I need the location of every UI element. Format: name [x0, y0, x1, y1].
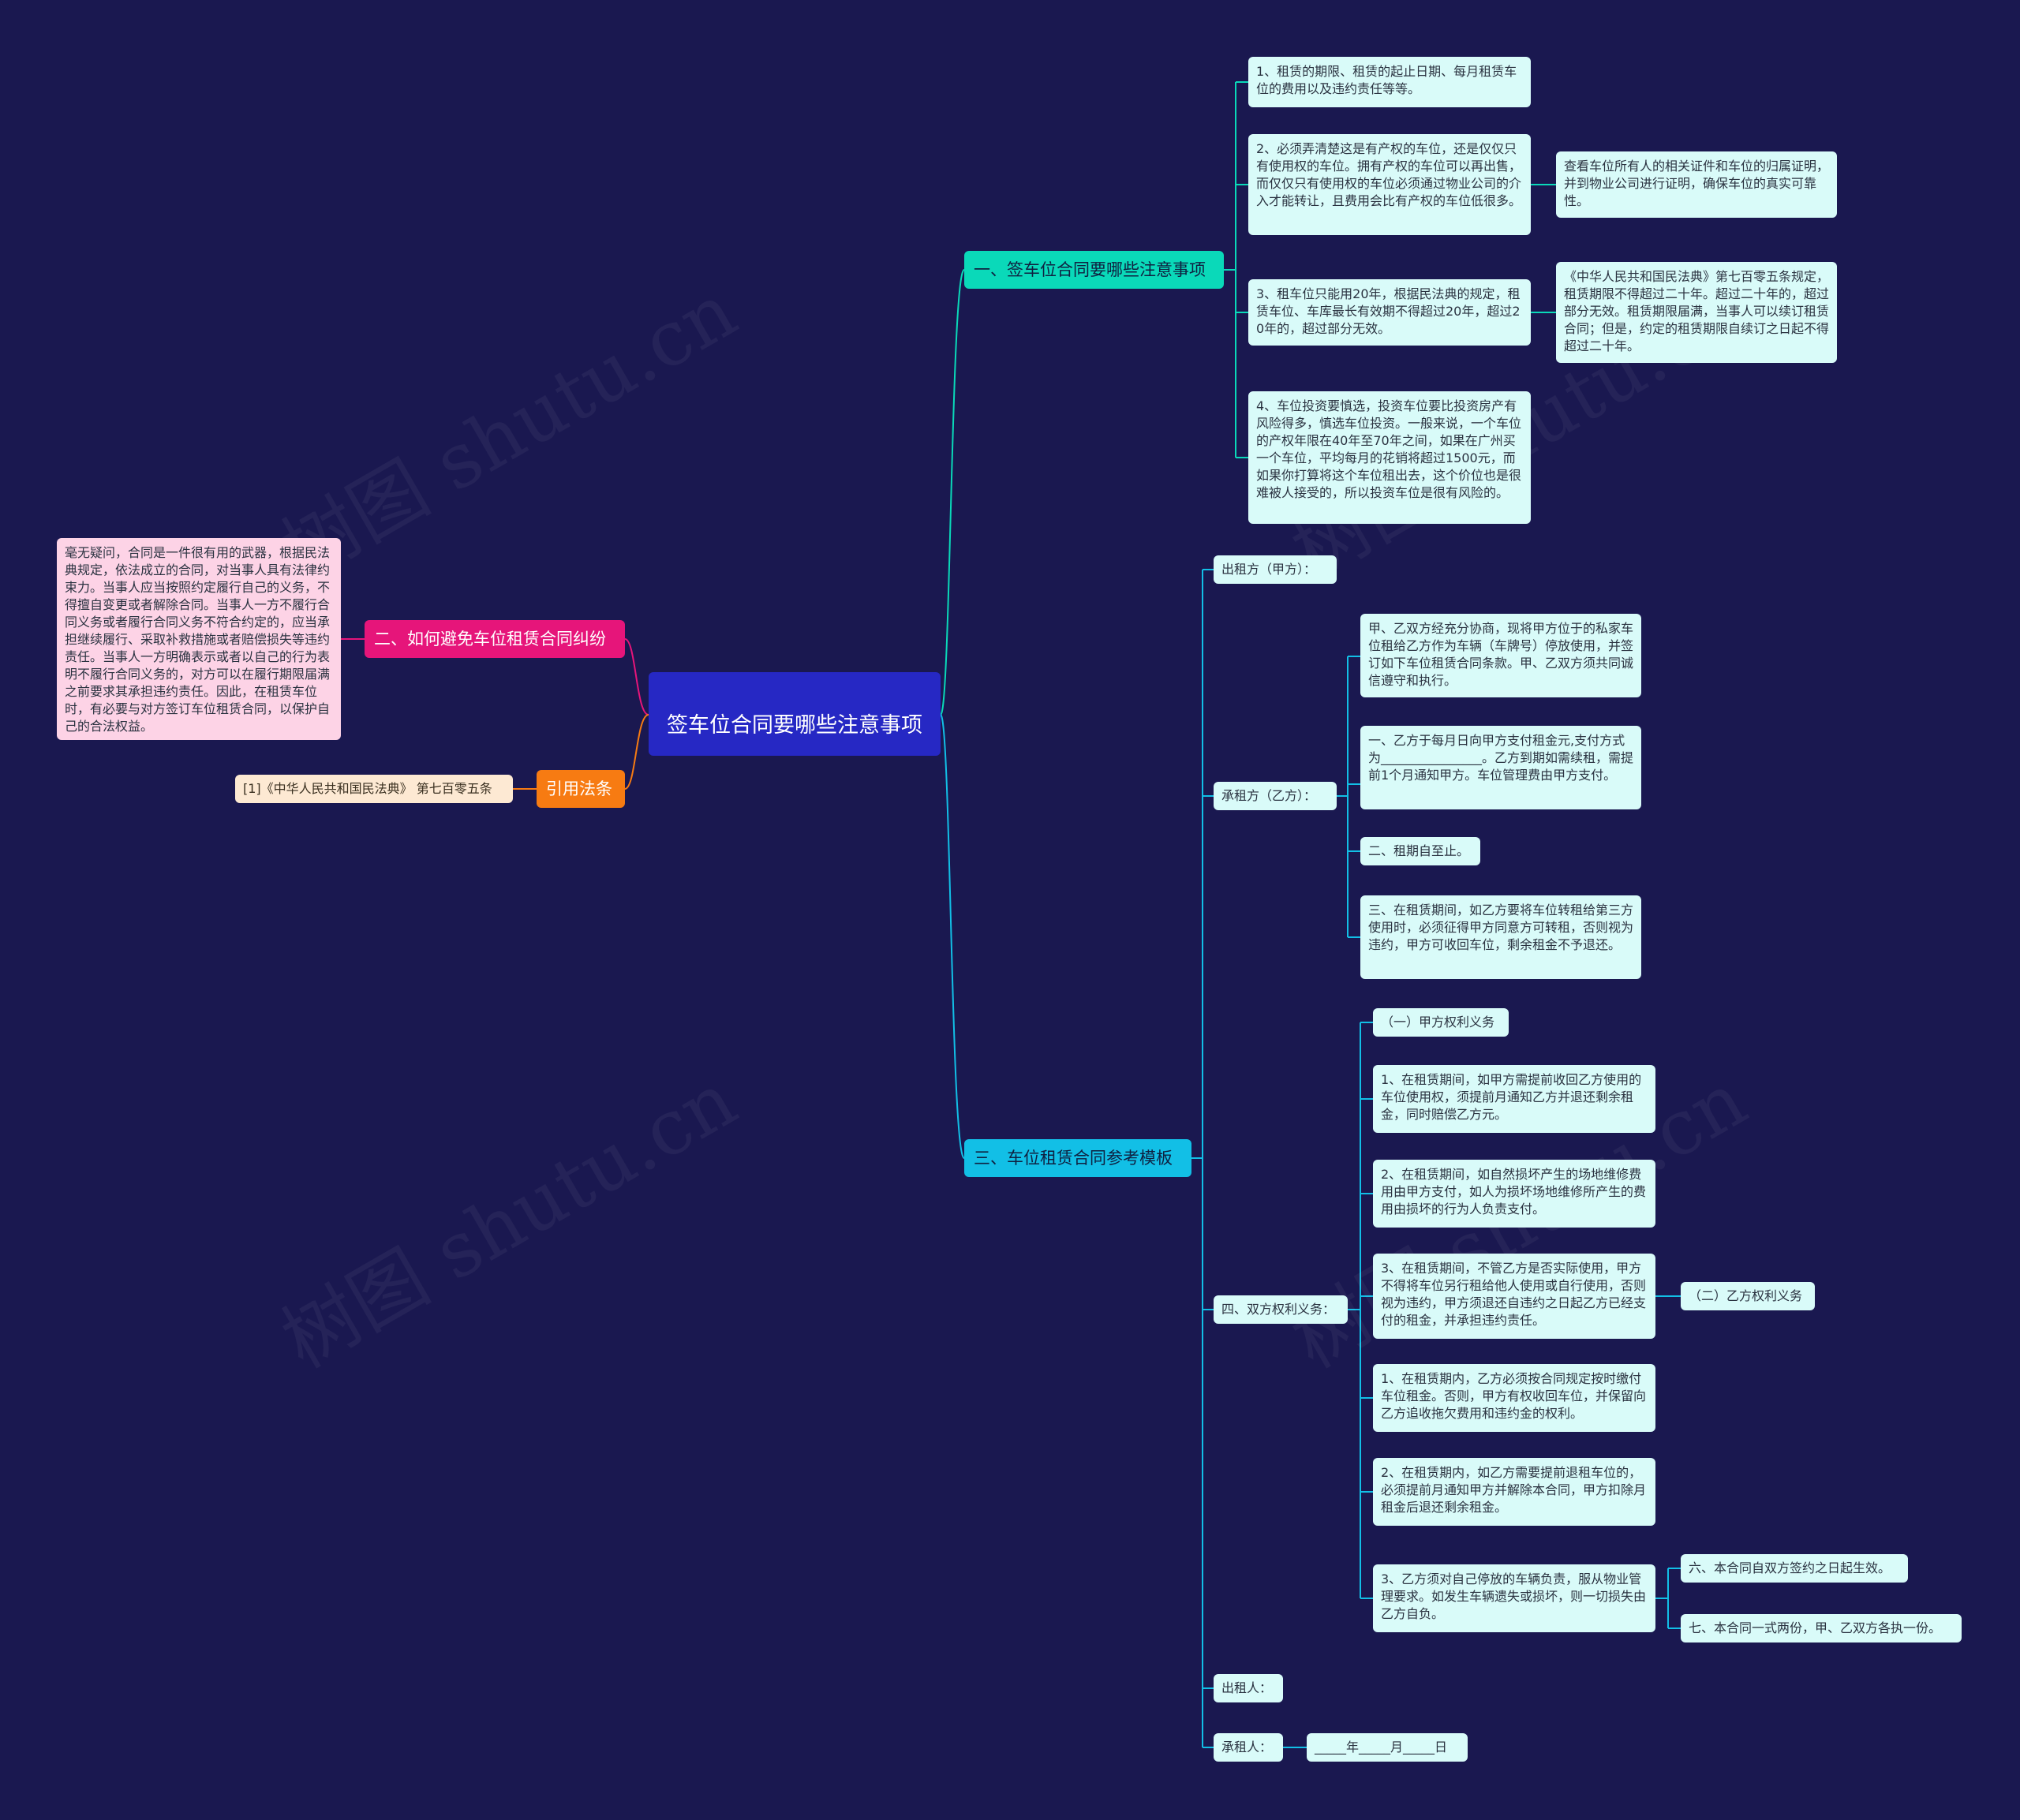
- connector: [940, 269, 965, 716]
- cited-law-item[interactable]: [1]《中华人民共和国民法典》 第七百零五条: [235, 775, 513, 803]
- template-lessee[interactable]: 承租方（乙方）：: [1214, 782, 1337, 810]
- root-topic-title: 签车位合同要哪些注意事项: [667, 713, 922, 738]
- notes-item-2[interactable]: 2、必须弄清楚这是有产权的车位，还是仅仅只有使用权的车位。拥有产权的车位可以再出…: [1248, 134, 1531, 235]
- rights-lessee-heading[interactable]: （二）乙方权利义务: [1681, 1282, 1815, 1310]
- rights-item-2[interactable]: 2、在租赁期间，如自然损坏产生的场地维修费用由甲方支付，如人为损坏场地维修所产生…: [1373, 1160, 1655, 1228]
- lessee-item-1[interactable]: 甲、乙双方经充分协商，现将甲方位于的私家车位租给乙方作为车辆（车牌号）停放使用，…: [1360, 614, 1641, 697]
- notes-item-3-detail[interactable]: 《中华人民共和国民法典》第七百零五条规定，租赁期限不得超过二十年。超过二十年的，…: [1556, 262, 1837, 363]
- connector: [624, 714, 649, 790]
- sign-lessor[interactable]: 出租人：: [1214, 1674, 1283, 1702]
- sign-date[interactable]: _____年_____月_____日: [1307, 1733, 1468, 1762]
- avoid-disputes-text[interactable]: 毫无疑问，合同是一件很有用的武器，根据民法典规定，依法成立的合同，对当事人具有法…: [57, 538, 341, 740]
- branch-avoid-disputes[interactable]: 二、如何避免车位租赁合同纠纷: [365, 620, 625, 658]
- branch-template[interactable]: 三、车位租赁合同参考模板: [964, 1139, 1191, 1177]
- template-rights[interactable]: 四、双方权利义务：: [1214, 1295, 1348, 1324]
- lessee-item-3[interactable]: 二、租期自至止。: [1360, 837, 1480, 865]
- branch-template-title: 三、车位租赁合同参考模板: [974, 1149, 1173, 1168]
- rights-item-4[interactable]: 1、在租赁期内，乙方必须按合同规定按时缴付车位租金。否则，甲方有权收回车位，并保…: [1373, 1364, 1655, 1432]
- connector: [624, 638, 649, 716]
- clause-six[interactable]: 六、本合同自双方签约之日起生效。: [1681, 1554, 1908, 1583]
- notes-item-2-detail[interactable]: 查看车位所有人的相关证件和车位的归属证明，并到物业公司进行证明，确保车位的真实可…: [1556, 151, 1837, 218]
- clause-seven[interactable]: 七、本合同一式两份，甲、乙双方各执一份。: [1681, 1614, 1962, 1642]
- template-lessor[interactable]: 出租方（甲方）：: [1214, 555, 1337, 584]
- branch-avoid-disputes-title: 二、如何避免车位租赁合同纠纷: [374, 630, 606, 648]
- root-topic[interactable]: 签车位合同要哪些注意事项: [649, 672, 941, 756]
- branch-notes-title: 一、签车位合同要哪些注意事项: [974, 260, 1206, 279]
- branch-notes[interactable]: 一、签车位合同要哪些注意事项: [964, 251, 1224, 289]
- notes-item-1[interactable]: 1、租赁的期限、租赁的起止日期、每月租赁车位的费用以及违约责任等等。: [1248, 57, 1531, 107]
- notes-item-4[interactable]: 4、车位投资要慎选，投资车位要比投资房产有风险得多，慎选车位投资。一般来说，一个…: [1248, 391, 1531, 524]
- rights-lessor-heading[interactable]: （一）甲方权利义务: [1373, 1008, 1509, 1037]
- rights-item-1[interactable]: 1、在租赁期间，如甲方需提前收回乙方使用的车位使用权，须提前月通知乙方并退还剩余…: [1373, 1065, 1655, 1133]
- connector: [940, 714, 965, 1159]
- lessee-item-2[interactable]: 一、乙方于每月日向甲方支付租金元,支付方式为________________。乙…: [1360, 726, 1641, 809]
- notes-item-3[interactable]: 3、租车位只能用20年，根据民法典的规定，租赁车位、车库最长有效期不得超过20年…: [1248, 279, 1531, 346]
- lessee-item-4[interactable]: 三、在租赁期间，如乙方要将车位转租给第三方使用时，必须征得甲方同意方可转租，否则…: [1360, 895, 1641, 979]
- rights-item-3[interactable]: 3、在租赁期间，不管乙方是否实际使用，甲方不得将车位另行租给他人使用或自行使用，…: [1373, 1254, 1655, 1339]
- branch-cited-law[interactable]: 引用法条: [537, 770, 625, 808]
- sign-lessee[interactable]: 承租人：: [1214, 1733, 1283, 1762]
- branch-cited-law-title: 引用法条: [546, 779, 612, 798]
- rights-item-5[interactable]: 2、在租赁期内，如乙方需要提前退租车位的，必须提前月通知甲方并解除本合同，甲方扣…: [1373, 1458, 1655, 1526]
- rights-item-6[interactable]: 3、乙方须对自己停放的车辆负责，服从物业管理要求。如发生车辆遗失或损坏，则一切损…: [1373, 1564, 1655, 1632]
